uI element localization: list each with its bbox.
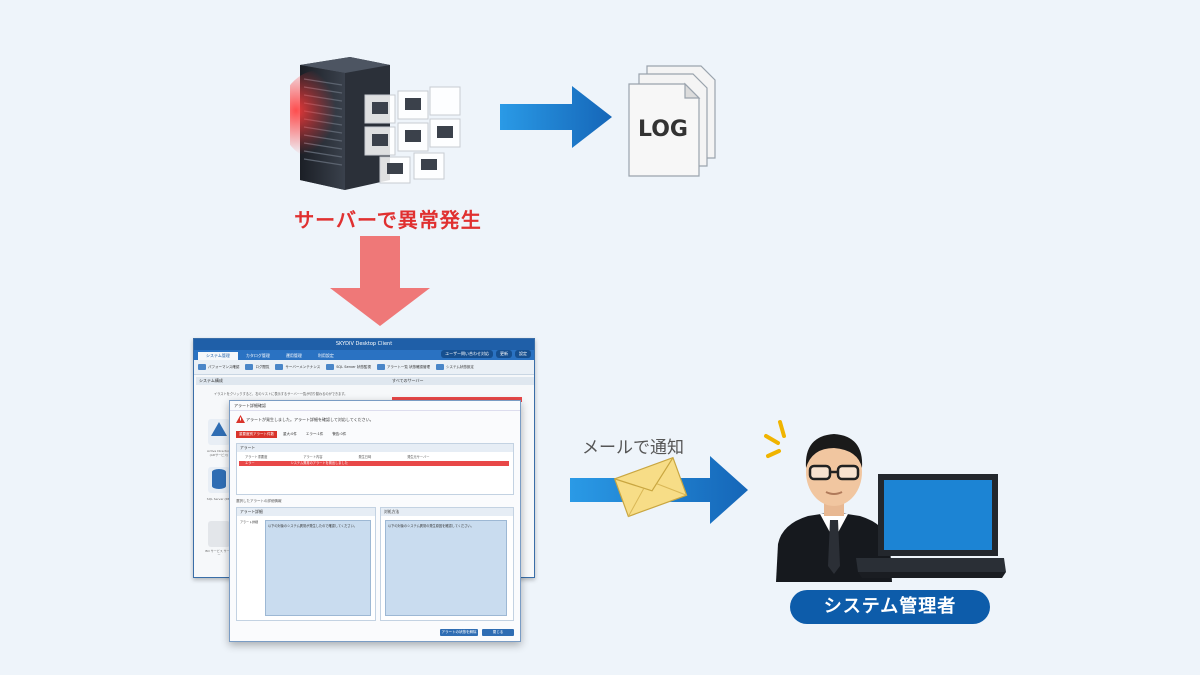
server-icon[interactable] [208, 521, 230, 547]
tab-critical[interactable]: 重大:0件 [283, 432, 297, 436]
app-toolbar: パフォーマンス確認 ログ閲覧 サーバーメンテナンス SQL Server 状態監… [194, 360, 534, 375]
alert-section-title: アラート [237, 444, 513, 452]
system-config-intro: イラストをクリックすると、右のリストに表示するサーバー一覧が切り替わるのができま… [214, 392, 348, 396]
toolbar-alerts[interactable]: アラート一覧 状態確認管理 [376, 364, 430, 370]
toolbar-label: サーバーメンテナンス [285, 364, 321, 369]
toolbar-maintenance[interactable]: サーバーメンテナンス [275, 364, 320, 370]
alert-table-header: アラート重要度 アラート内容 発生日時 発生元サーバー [237, 452, 513, 461]
maintenance-icon [275, 364, 284, 370]
user-inquiry-button[interactable]: ユーザー問い合わせ対応 [441, 350, 493, 358]
alert-count-tabs: 重要度別アラート件数 重大:0件 エラー:1件 警告:0件 [236, 431, 349, 438]
app-tabbar: システム管理 カタログ管理 運用管理 利用設定 [194, 350, 534, 360]
side-label: BO サービス サーバー [205, 549, 233, 557]
side-label: SQL Server (DB) [206, 497, 232, 501]
app-window-title: SKYDIV Desktop Client [194, 339, 534, 350]
settings-button[interactable]: 設定 [515, 350, 531, 358]
toolbar-label: パフォーマンス確認 [208, 364, 240, 369]
refresh-button[interactable]: 更新 [496, 350, 512, 358]
tab-usage-settings[interactable]: 利用設定 [317, 353, 334, 358]
cell-content: システム異常のアラートを検出しました [290, 461, 348, 465]
alert-table-section: アラート アラート重要度 アラート内容 発生日時 発生元サーバー エラー システ… [236, 443, 514, 495]
toolbar-sql[interactable]: SQL Server 状態監視 [326, 364, 371, 370]
cell-severity: エラー [245, 461, 255, 465]
alert-detail-title: アラート詳細 [237, 508, 375, 516]
tab-system-management[interactable]: システム管理 [198, 352, 238, 360]
alert-detail-box: アラート詳細 アラート詳細 以下の対象のシステム異常が発生したので確認してくださ… [236, 507, 376, 621]
system-config-header: システム構成 [196, 377, 392, 385]
log-document-icon [628, 65, 716, 177]
alert-dialog: アラート詳細確認 アラートが発生しました。アラート詳細を確認して対応してください… [229, 400, 521, 642]
clear-alert-button[interactable]: アラートの状態を解除 [440, 629, 478, 636]
sql-server-icon[interactable] [208, 467, 230, 493]
log-icon [245, 364, 254, 370]
col-severity: アラート重要度 [245, 455, 268, 459]
alert-detail-label: アラート詳細 [240, 520, 259, 524]
toolbar-label: システム状態設定 [445, 364, 474, 369]
log-label: LOG [638, 117, 688, 142]
toolbar-status[interactable]: システム状態設定 [435, 364, 474, 370]
envelope-icon [613, 456, 688, 518]
alert-message: アラートが発生しました。アラート詳細を確認して対応してください。 [246, 417, 374, 422]
remedy-title: 対処方法 [381, 508, 513, 516]
alert-icon [376, 364, 385, 370]
remedy-box: 対処方法 以下の対象のシステム異常の発生原因を確認してください。 [380, 507, 514, 621]
alert-dialog-title: アラート詳細確認 [230, 401, 520, 411]
mail-notify-caption: メールで通知 [582, 438, 684, 458]
server-error-caption: サーバーで異常発生 [294, 208, 482, 232]
app-header-actions: ユーザー問い合わせ対応 更新 設定 [441, 350, 531, 358]
active-directory-icon[interactable] [208, 419, 230, 445]
admin-label-badge: システム管理者 [790, 590, 990, 624]
detail-group-title: 選択したアラートの詳細情報 [236, 499, 282, 503]
sql-icon [326, 364, 335, 370]
performance-icon [198, 364, 206, 370]
side-label: Active Directory (ADサービス) [206, 449, 232, 457]
col-datetime: 発生日時 [358, 455, 372, 459]
status-icon [435, 364, 444, 370]
server-list-row-error[interactable] [392, 397, 522, 402]
tab-operations[interactable]: 運用管理 [285, 353, 302, 358]
col-content: アラート内容 [303, 455, 323, 459]
laptop-icon [856, 474, 1006, 578]
all-servers-header: すべてのサーバー [389, 377, 534, 385]
server-tower-icon [290, 57, 461, 190]
col-source: 発生元サーバー [407, 455, 430, 459]
remedy-text: 以下の対象のシステム異常の発生原因を確認してください。 [385, 520, 507, 616]
toolbar-label: アラート一覧 状態確認管理 [386, 364, 430, 369]
tab-warning[interactable]: 警告:0件 [332, 432, 347, 436]
tab-alert-count[interactable]: 重要度別アラート件数 [236, 431, 277, 438]
toolbar-label: SQL Server 状態監視 [336, 364, 371, 369]
close-button[interactable]: 閉じる [482, 629, 514, 636]
exclamation-burst-icon [764, 420, 786, 458]
tab-error[interactable]: エラー:1件 [305, 432, 324, 436]
toolbar-label: ログ閲覧 [255, 364, 270, 369]
down-arrow-icon [330, 236, 430, 326]
alert-table-row[interactable]: エラー システム異常のアラートを検出しました [239, 461, 509, 466]
alert-detail-text: 以下の対象のシステム異常が発生したので確認してください。 [265, 520, 371, 616]
right-arrow-icon [500, 86, 612, 148]
toolbar-performance[interactable]: パフォーマンス確認 [198, 364, 239, 370]
toolbar-log[interactable]: ログ閲覧 [245, 364, 269, 370]
tab-catalog-management[interactable]: カタログ管理 [245, 353, 270, 358]
warning-icon [236, 415, 245, 423]
